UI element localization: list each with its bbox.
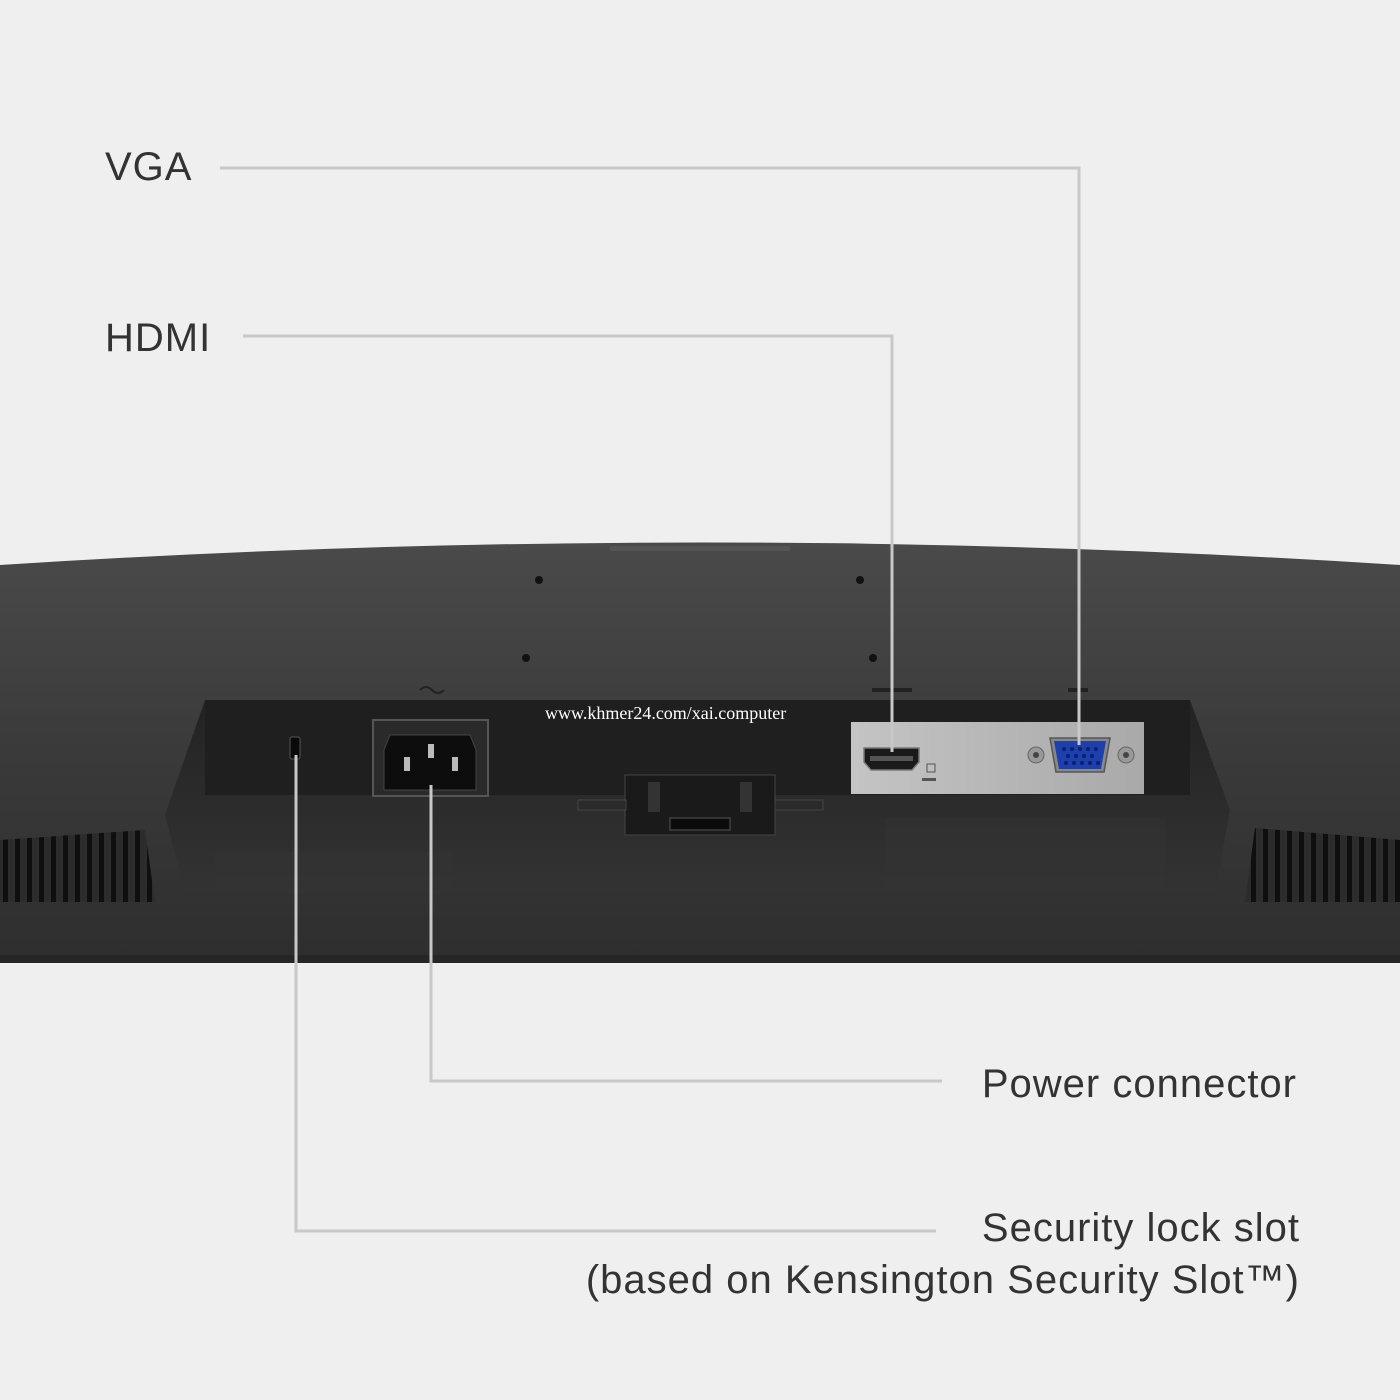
watermark-text: www.khmer24.com/xai.computer [545, 703, 787, 723]
stand-mount-bracket [577, 774, 824, 836]
vesa-hole [535, 576, 543, 584]
brand-logo-mark [610, 546, 790, 551]
hdmi-callout-label: HDMI [105, 316, 212, 360]
panel-screw-mark [926, 763, 936, 773]
power-connector-socket [383, 734, 477, 791]
power-connector-callout-label: Power connector [981, 1062, 1297, 1106]
hdmi-leader-line [243, 334, 894, 752]
ac-symbol [419, 686, 445, 694]
vga-port [1027, 737, 1135, 773]
vga-callout-label: VGA [105, 145, 193, 189]
power-pin [452, 757, 458, 771]
left-vent [0, 830, 155, 902]
power-pin [428, 744, 434, 758]
hdmi-port [863, 747, 920, 771]
power-leader-line [429, 785, 942, 1083]
vesa-hole [522, 654, 530, 662]
security-leader-line [294, 755, 936, 1233]
bay-floor-panel [215, 852, 453, 888]
bay-floor-panel [885, 818, 1165, 888]
vesa-hole [869, 654, 877, 662]
security-slot-callout-label: Security lock slot [981, 1206, 1300, 1250]
security-slot-callout-note: (based on Kensington Security Slot™) [585, 1258, 1300, 1302]
security-slot-callout: Security lock slot (based on Kensington … [586, 1202, 1300, 1306]
panel-marking [922, 778, 936, 781]
right-vent [1245, 828, 1400, 902]
vga-leader-line [220, 166, 1081, 745]
monitor-bottom-edge [0, 955, 1400, 963]
power-pin [404, 757, 410, 771]
vesa-hole [856, 576, 864, 584]
